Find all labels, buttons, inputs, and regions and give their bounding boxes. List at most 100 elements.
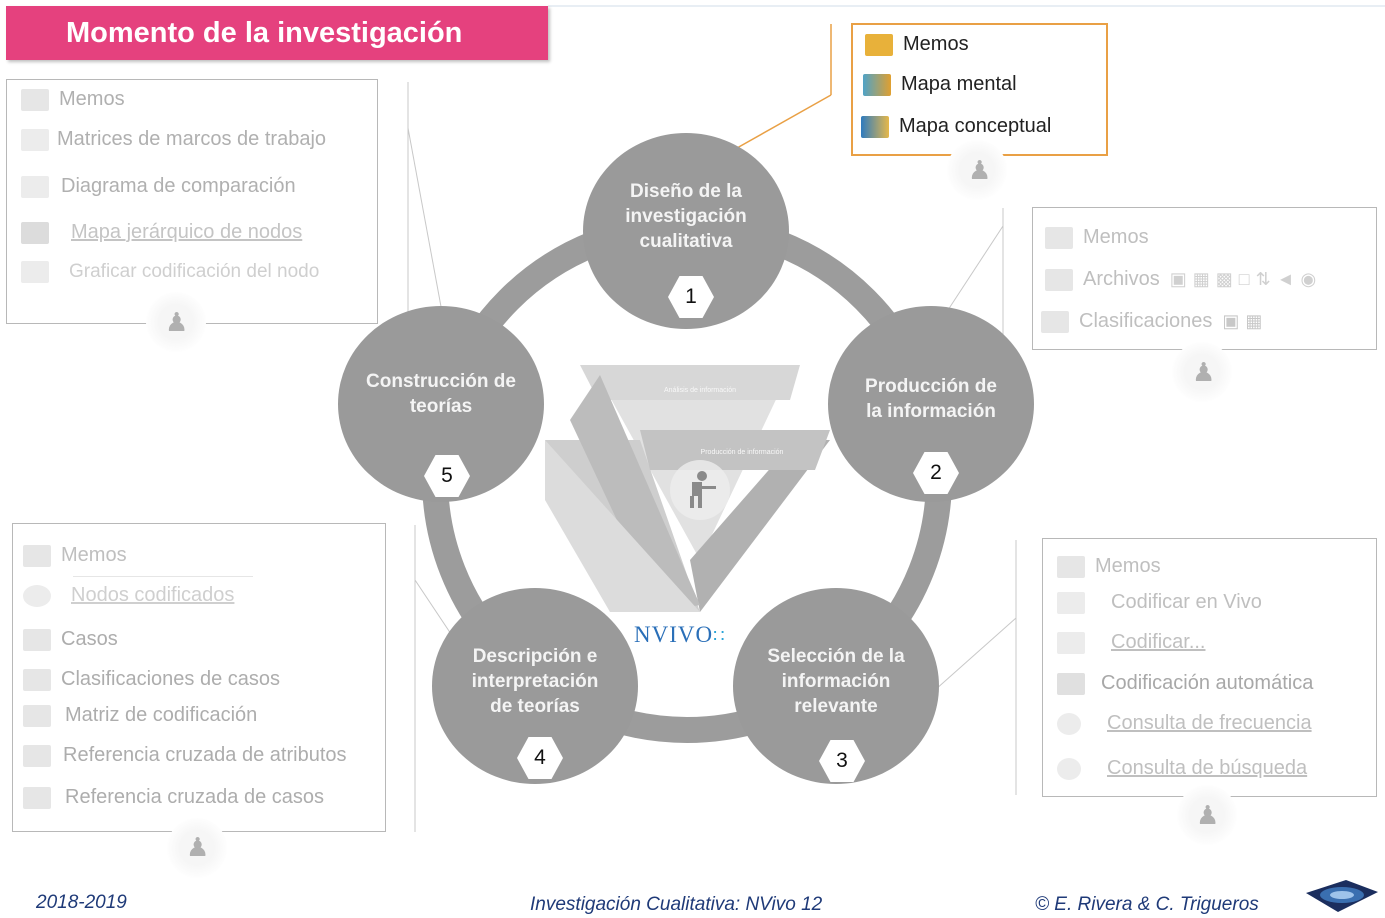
framework-matrix-icon	[21, 128, 49, 151]
researcher-icon	[167, 818, 227, 878]
classification-types-icon: ▣▦	[1222, 311, 1269, 331]
panel-item-label: Mapa jerárquico de nodos	[71, 221, 303, 243]
panel-item-label: Graficar codificación del nodo	[69, 261, 320, 282]
panel-item[interactable]: Nodos codificados	[23, 584, 234, 607]
researcher-figure-icon: ♟	[186, 832, 210, 862]
nvivo-logo-text: NVIVO	[634, 622, 714, 647]
nvivo-logo: NVIVO∷	[634, 622, 726, 648]
panel-stage-2: Memos Archivos ▣▦▩□⇅◄◉ Clasificaciones ▣…	[1032, 207, 1377, 350]
panel-item[interactable]: Codificación automática	[1057, 672, 1313, 695]
cases-icon	[23, 628, 51, 651]
panel-item-label: Mapa mental	[901, 73, 1017, 95]
panel-item-label: Codificar en Vivo	[1111, 591, 1262, 613]
panel-item[interactable]: Consulta de búsqueda	[1057, 757, 1307, 780]
code-icon	[1057, 631, 1085, 654]
panel-item-label: Archivos	[1083, 268, 1160, 290]
researcher-figure-icon: ♟	[968, 155, 992, 185]
panel-item-label: Casos	[61, 628, 118, 650]
panel-item[interactable]: Mapa mental	[863, 73, 1017, 96]
panel-item[interactable]: Consulta de frecuencia	[1057, 712, 1312, 735]
word-frequency-query-icon	[1057, 712, 1081, 735]
stage-4-label: Descripción e interpretación de teorías	[471, 645, 599, 717]
connector-stage5	[407, 127, 443, 313]
cube-logo-icon	[1306, 880, 1378, 912]
code-in-vivo-icon	[1057, 591, 1085, 614]
mind-map-icon	[863, 73, 891, 96]
stage-1-number: 1	[668, 276, 714, 318]
panel-item-label: Referencia cruzada de atributos	[63, 744, 347, 766]
panel-item-label: Nodos codificados	[71, 584, 235, 606]
divider	[73, 576, 253, 577]
panel-stage-4: Memos Nodos codificados Casos Clasificac…	[12, 523, 386, 832]
panel-item[interactable]: Memos	[1057, 555, 1161, 578]
stage-2-label: Producción de la información	[865, 376, 997, 422]
panel-item[interactable]: Codificar en Vivo	[1057, 591, 1262, 614]
memo-icon	[1057, 555, 1085, 578]
classifications-icon	[1041, 310, 1069, 333]
panel-item[interactable]: Mapa conceptual	[861, 115, 1051, 138]
connector-stage1	[736, 94, 832, 149]
panel-item[interactable]: Mapa jerárquico de nodos	[21, 221, 302, 244]
coding-matrix-icon	[23, 704, 51, 727]
attribute-crosstab-icon	[23, 744, 51, 767]
panel-item-label: Referencia cruzada de casos	[65, 786, 325, 808]
panel-item-label: Matriz de codificación	[65, 704, 258, 726]
stage-1-label: Diseño de la investigación cualitativa	[625, 180, 747, 252]
stage-4-number: 4	[517, 737, 563, 779]
researcher-figure-icon: ♟	[1192, 357, 1216, 387]
panel-item[interactable]: Clasificaciones de casos	[23, 668, 280, 691]
panel-item[interactable]: Memos	[1045, 226, 1149, 249]
concept-map-icon	[861, 115, 889, 138]
connector-stage2	[947, 225, 1004, 311]
triangle-label: Análisis de información	[664, 387, 736, 394]
panel-item-label: Clasificaciones	[1079, 310, 1213, 332]
memo-icon	[21, 88, 49, 111]
stage-2-circle: Producción de la información	[828, 306, 1034, 502]
panel-item-label: Memos	[59, 88, 125, 110]
panel-item-label: Codificación automática	[1101, 672, 1314, 694]
chart-icon	[21, 261, 49, 283]
panel-stage-3: Memos Codificar en Vivo Codificar... Cod…	[1042, 538, 1377, 797]
panel-item-label: Mapa conceptual	[899, 115, 1052, 137]
panel-stage-1: Memos Mapa mental Mapa conceptual	[851, 23, 1108, 156]
panel-item-label: Codificar...	[1111, 631, 1206, 653]
panel-item[interactable]: Archivos ▣▦▩□⇅◄◉	[1045, 268, 1322, 291]
researcher-figure-icon: ♟	[165, 307, 189, 337]
memo-icon	[1045, 226, 1073, 249]
panel-item[interactable]: Casos	[23, 628, 118, 651]
panel-item[interactable]: Memos	[23, 544, 127, 567]
panel-item-label: Memos	[903, 33, 969, 55]
panel-item[interactable]: Codificar...	[1057, 631, 1205, 654]
stage-2-number: 2	[913, 452, 959, 494]
memo-icon	[23, 544, 51, 567]
researcher-icon	[1177, 785, 1237, 845]
nvivo-logo-dots-icon: ∷	[713, 626, 726, 646]
stage-3-number: 3	[819, 740, 865, 782]
stage-5-label: Construcción de teorías	[366, 371, 516, 417]
comparison-diagram-icon	[21, 175, 49, 198]
researcher-icon	[1172, 342, 1232, 402]
page-title: Momento de la investigación	[6, 6, 548, 60]
panel-item[interactable]: Referencia cruzada de casos	[23, 786, 324, 809]
panel-item[interactable]: Matrices de marcos de trabajo	[21, 128, 326, 151]
top-rule	[548, 5, 1385, 7]
panel-item-label: Memos	[1095, 555, 1161, 577]
panel-stage-5: Memos Matrices de marcos de trabajo Diag…	[6, 79, 378, 324]
panel-item[interactable]: Referencia cruzada de atributos	[23, 744, 347, 767]
panel-item-label: Memos	[1083, 226, 1149, 248]
footer-year: 2018-2019	[36, 892, 127, 913]
researcher-figure-icon: ♟	[1196, 800, 1220, 830]
triangle-label: Producción de información	[701, 449, 784, 456]
case-classifications-icon	[23, 668, 51, 691]
panel-item[interactable]: Graficar codificación del nodo	[21, 261, 319, 283]
panel-item[interactable]: Diagrama de comparación	[21, 175, 296, 198]
panel-item[interactable]: Memos	[21, 88, 125, 111]
connector-stage4	[414, 579, 456, 641]
panel-item-label: Matrices de marcos de trabajo	[57, 128, 327, 150]
footer-authors: © E. Rivera & C. Trigueros	[1035, 894, 1259, 915]
panel-item[interactable]: Clasificaciones ▣▦	[1041, 310, 1268, 333]
text-search-query-icon	[1057, 757, 1081, 780]
panel-item[interactable]: Matriz de codificación	[23, 704, 257, 727]
panel-item[interactable]: Memos	[865, 33, 969, 56]
case-crosstab-icon	[23, 786, 51, 809]
